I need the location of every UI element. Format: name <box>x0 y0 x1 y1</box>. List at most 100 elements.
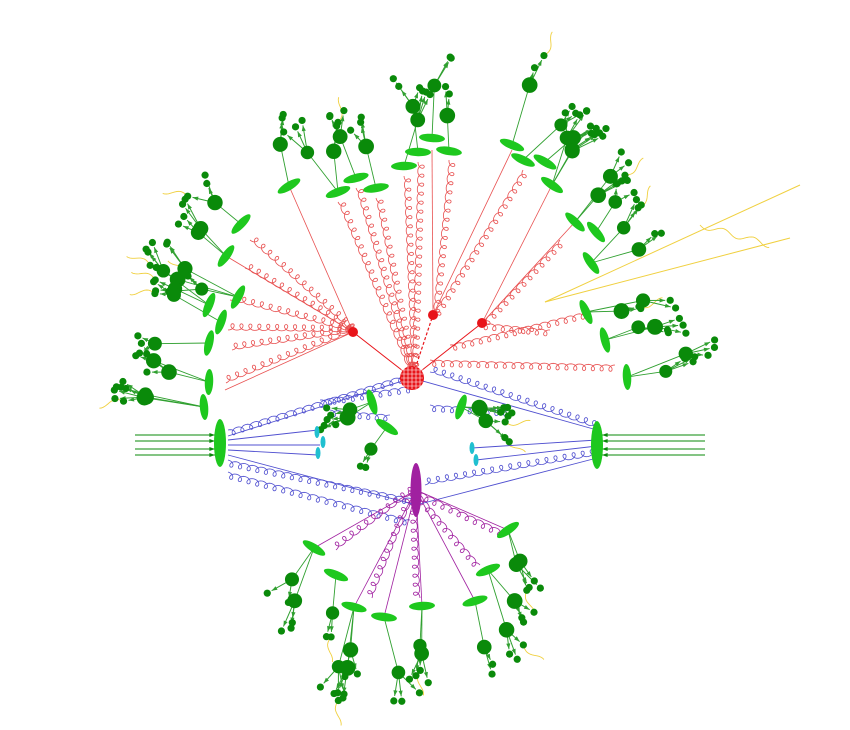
final-state-hadron <box>561 109 569 117</box>
hadron-track <box>487 569 508 630</box>
primary-hadron <box>156 264 171 278</box>
arrowhead <box>363 456 368 462</box>
final-state-hadron <box>624 159 633 167</box>
arrowhead <box>572 119 578 126</box>
final-state-hadron <box>146 261 154 269</box>
primary-hadron <box>635 293 651 308</box>
arrowhead <box>613 188 618 195</box>
arrowhead <box>327 625 332 632</box>
photon-line <box>544 237 791 303</box>
final-state-hadron <box>288 619 296 627</box>
hadron-cluster <box>405 147 431 157</box>
hard-parton-line <box>288 185 354 333</box>
photon-line <box>624 157 644 176</box>
final-state-hadron <box>424 679 432 687</box>
photon-line <box>504 419 531 426</box>
gluon-line <box>367 489 417 599</box>
final-state-hadron <box>612 180 621 188</box>
hadron-track <box>626 353 686 378</box>
final-state-hadron <box>395 82 403 90</box>
final-state-hadron <box>180 212 188 221</box>
primary-hadron <box>498 622 515 638</box>
final-state-hadron <box>657 229 665 237</box>
primary-hadron <box>631 320 646 335</box>
initial-parton-line <box>411 377 598 431</box>
arrowhead <box>664 303 671 308</box>
underlying-event-blob <box>410 463 422 517</box>
arrowhead <box>291 611 296 618</box>
final-state-hadron <box>672 304 680 312</box>
gluon-line <box>355 187 418 379</box>
hadron-cluster <box>541 176 563 194</box>
primary-hadron <box>342 642 359 658</box>
final-state-hadron <box>621 171 629 179</box>
primary-hadron <box>339 659 356 676</box>
hadron-layer <box>110 51 719 705</box>
hadron-track <box>522 124 562 161</box>
final-state-hadron <box>151 289 159 298</box>
hadron-cluster <box>565 212 585 232</box>
primary-hadron <box>332 129 348 145</box>
final-state-hadron <box>163 238 171 246</box>
primary-hadron <box>272 136 288 152</box>
hadron-track <box>590 227 625 264</box>
shower-vertex <box>348 327 358 337</box>
arrowhead <box>410 683 416 690</box>
final-state-hadron <box>617 148 625 156</box>
final-state-hadron <box>143 368 151 376</box>
primary-hadron <box>647 318 663 335</box>
arrowhead <box>414 92 418 99</box>
arrowhead <box>187 220 193 226</box>
arrowhead <box>332 416 338 421</box>
arrowhead <box>331 406 338 411</box>
arrowhead <box>584 137 591 143</box>
primary-hadron <box>326 143 342 159</box>
final-state-hadron <box>291 123 300 131</box>
primary-hadron <box>521 77 538 93</box>
final-state-hadron <box>602 124 610 133</box>
arrowhead <box>209 438 215 444</box>
arrowhead <box>495 429 502 435</box>
final-state-hadron <box>536 584 544 592</box>
line-layer <box>119 59 801 697</box>
arrowhead <box>602 452 608 458</box>
gluon-line <box>481 239 563 325</box>
beam-remnant-line <box>227 449 319 456</box>
proton-blob <box>591 421 603 469</box>
final-state-hadron <box>445 90 453 98</box>
hadron-cluster <box>203 330 215 356</box>
gluon-line <box>249 237 355 333</box>
arrowhead <box>271 586 278 591</box>
final-state-hadron <box>298 116 306 125</box>
hadron-track <box>474 600 485 648</box>
arrowhead <box>335 410 342 415</box>
final-state-hadron <box>287 624 295 632</box>
arrowhead <box>280 119 285 126</box>
final-state-hadron <box>681 354 689 362</box>
final-state-hadron <box>322 633 331 641</box>
hadron-cluster <box>343 172 369 184</box>
final-state-hadron <box>330 689 338 698</box>
photon-line <box>131 272 156 281</box>
gluon-line <box>413 489 481 567</box>
final-state-hadron <box>618 177 626 185</box>
final-state-hadron <box>398 697 406 705</box>
arrowhead <box>493 406 499 411</box>
arrowhead <box>446 98 451 105</box>
hard-parton-line <box>352 331 413 379</box>
hadron-cluster <box>199 394 209 420</box>
beam-remnant-line <box>471 439 598 449</box>
final-state-hadron <box>316 683 324 691</box>
underlying-event-line <box>415 489 509 531</box>
hadron-track <box>346 606 355 668</box>
final-state-hadron <box>142 245 150 253</box>
primary-hadron <box>476 639 492 655</box>
hadron-track <box>294 547 315 601</box>
final-state-hadron <box>390 697 398 705</box>
hadron-track <box>145 394 205 408</box>
primary-hadron <box>161 364 177 380</box>
arrowhead <box>602 438 608 444</box>
hard-parton-line <box>431 149 434 316</box>
gluon-layer <box>225 160 616 599</box>
primary-hadron <box>284 572 299 587</box>
